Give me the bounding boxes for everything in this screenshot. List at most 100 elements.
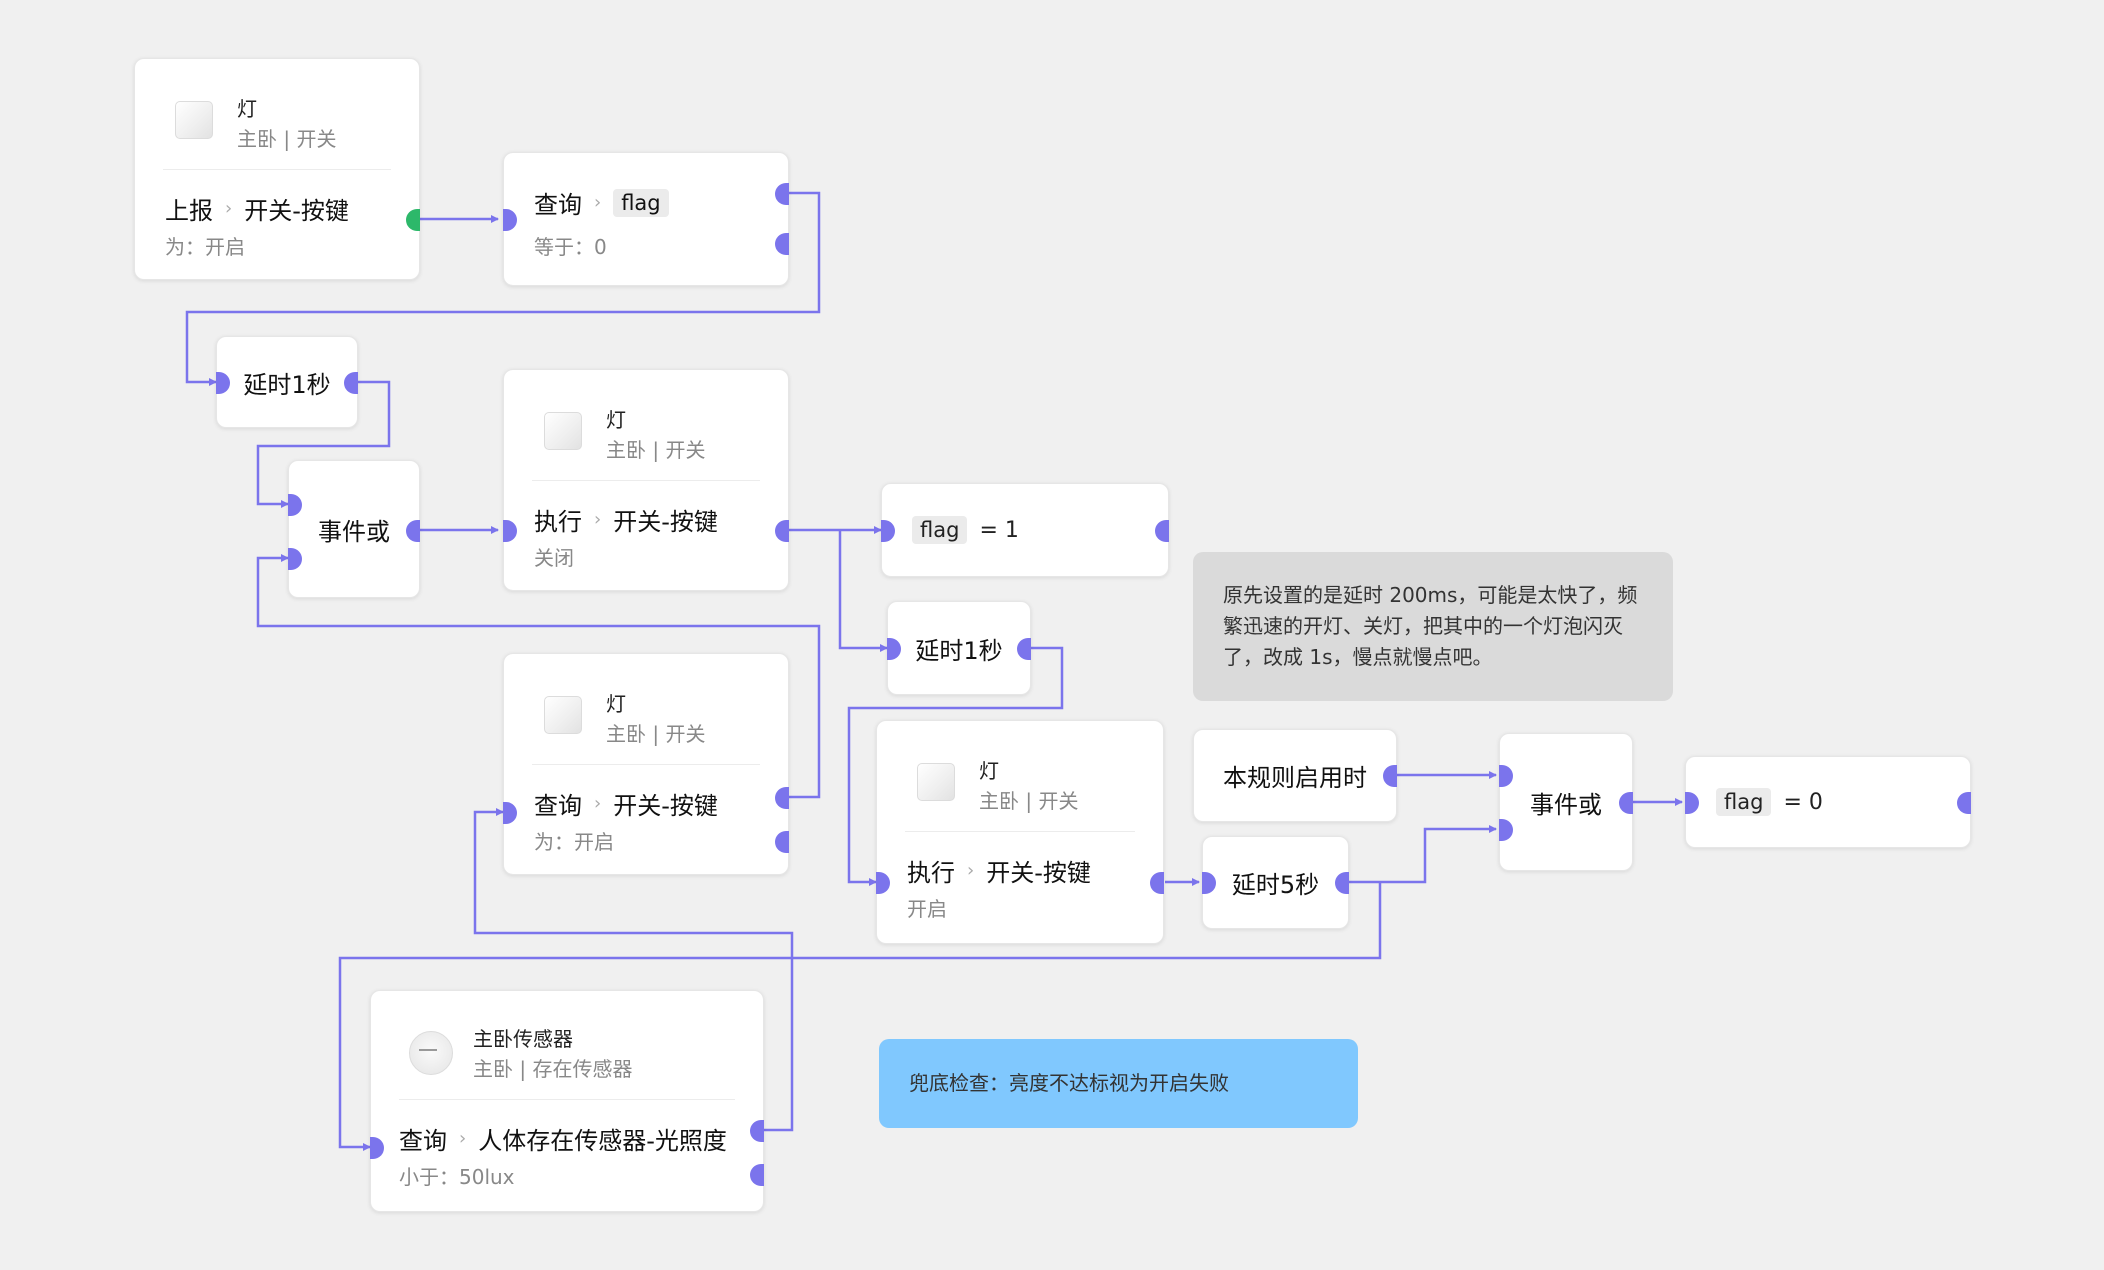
node-light-exec-on[interactable]: 灯 主卧 | 开关 执行 › 开关-按键 开启 xyxy=(876,720,1164,944)
action-value: 等于：0 xyxy=(534,235,607,259)
output-port[interactable] xyxy=(1155,520,1169,542)
device-room: 主卧 | 开关 xyxy=(606,438,706,462)
action-row: 查询 › 人体存在传感器-光照度 xyxy=(399,1121,727,1156)
wire-n7-n9 xyxy=(847,646,1064,886)
input-port[interactable] xyxy=(503,802,517,824)
chevron-right-icon: › xyxy=(594,192,602,213)
device-name: 灯 xyxy=(606,408,626,432)
node-label: 事件或 xyxy=(1530,790,1602,819)
comment-note-delay[interactable]: 原先设置的是延时 200ms，可能是太快了，频繁迅速的开灯、关灯，把其中的一个灯… xyxy=(1193,552,1673,701)
device-room: 主卧 | 开关 xyxy=(606,722,706,746)
flag-expression: = 1 xyxy=(979,517,1019,543)
light-panel-icon xyxy=(917,763,955,801)
input-port[interactable] xyxy=(503,209,517,231)
action-target: 人体存在传感器-光照度 xyxy=(478,1127,727,1155)
node-set-flag-1[interactable]: flag = 1 xyxy=(881,483,1169,577)
node-event-or-b[interactable]: 事件或 xyxy=(1499,733,1633,871)
output-port[interactable] xyxy=(1957,792,1971,814)
output-port-false[interactable] xyxy=(775,831,789,853)
output-port[interactable] xyxy=(344,372,358,394)
chevron-right-icon: › xyxy=(459,1128,467,1149)
input-port[interactable] xyxy=(887,638,901,660)
input-port-2[interactable] xyxy=(288,548,302,570)
node-light-report[interactable]: 灯 主卧 | 开关 上报 › 开关-按键 为：开启 xyxy=(134,58,420,280)
output-port-false[interactable] xyxy=(750,1164,764,1186)
node-rule-enabled[interactable]: 本规则启用时 xyxy=(1193,729,1397,822)
input-port-1[interactable] xyxy=(288,494,302,516)
node-light-query-on[interactable]: 灯 主卧 | 开关 查询 › 开关-按键 为：开启 xyxy=(503,653,789,875)
action-value: 为：开启 xyxy=(165,235,245,259)
input-port-1[interactable] xyxy=(1499,765,1513,787)
output-port[interactable] xyxy=(1150,872,1164,894)
output-port[interactable] xyxy=(1017,638,1031,660)
output-port-true[interactable] xyxy=(775,183,789,205)
wire-n2-n3 xyxy=(185,191,821,386)
action-target: 开关-按键 xyxy=(244,197,349,225)
node-event-or-a[interactable]: 事件或 xyxy=(288,460,420,598)
node-label: 延时1秒 xyxy=(915,636,1003,665)
output-port-false[interactable] xyxy=(775,233,789,255)
wire-n14-n8 xyxy=(473,808,794,1132)
output-port[interactable] xyxy=(406,520,420,542)
divider xyxy=(532,764,760,765)
flag-tag: flag xyxy=(912,516,968,544)
node-label: 延时1秒 xyxy=(243,370,331,399)
action-verb: 执行 xyxy=(534,508,582,536)
chevron-right-icon: › xyxy=(594,509,602,530)
input-port[interactable] xyxy=(216,372,230,394)
input-port-2[interactable] xyxy=(1499,819,1513,841)
input-port[interactable] xyxy=(370,1137,384,1159)
action-verb: 查询 xyxy=(534,191,582,219)
node-query-flag[interactable]: 查询 › flag 等于：0 xyxy=(503,152,789,286)
chevron-right-icon: › xyxy=(967,860,975,881)
output-port[interactable] xyxy=(1619,792,1633,814)
node-delay-1s-a[interactable]: 延时1秒 xyxy=(216,336,358,428)
wire-n11-n14 xyxy=(338,882,1382,1151)
input-port[interactable] xyxy=(1685,792,1699,814)
output-port[interactable] xyxy=(1383,765,1397,787)
input-port[interactable] xyxy=(876,872,890,894)
output-port[interactable] xyxy=(775,520,789,542)
action-verb: 上报 xyxy=(165,197,213,225)
flag-tag: flag xyxy=(1716,788,1772,816)
action-row: 查询 › flag xyxy=(534,185,669,220)
action-target: 开关-按键 xyxy=(613,792,718,820)
node-sensor-query[interactable]: 主卧传感器 主卧 | 存在传感器 查询 › 人体存在传感器-光照度 小于：50l… xyxy=(370,990,764,1212)
output-port-true[interactable] xyxy=(775,787,789,809)
wire-n3-n4 xyxy=(256,380,391,508)
flag-tag: flag xyxy=(613,188,669,217)
input-port[interactable] xyxy=(881,520,895,542)
output-port[interactable] xyxy=(1335,872,1349,894)
input-port[interactable] xyxy=(1202,872,1216,894)
action-row: 执行 › 开关-按键 xyxy=(534,502,718,537)
divider xyxy=(905,831,1135,832)
flag-assign: flag = 1 xyxy=(912,484,1019,576)
device-room: 主卧 | 开关 xyxy=(979,789,1079,813)
presence-sensor-icon xyxy=(409,1031,453,1075)
node-label: 延时5秒 xyxy=(1231,871,1320,899)
node-delay-1s-b[interactable]: 延时1秒 xyxy=(887,601,1031,695)
device-name: 灯 xyxy=(979,759,999,783)
comment-note-fallback[interactable]: 兜底检查：亮度不达标视为开启失败 xyxy=(879,1039,1358,1128)
output-port[interactable] xyxy=(406,209,420,231)
wire-n5-n7 xyxy=(838,530,888,652)
action-row: 执行 › 开关-按键 xyxy=(907,853,1091,888)
input-port[interactable] xyxy=(503,520,517,542)
action-row: 上报 › 开关-按键 xyxy=(165,191,349,226)
action-verb: 执行 xyxy=(907,859,955,887)
node-set-flag-0[interactable]: flag = 0 xyxy=(1685,756,1971,848)
node-light-exec-off[interactable]: 灯 主卧 | 开关 执行 › 开关-按键 关闭 xyxy=(503,369,789,591)
action-value: 关闭 xyxy=(534,546,574,570)
flag-expression: = 0 xyxy=(1783,789,1823,815)
light-panel-icon xyxy=(544,412,582,450)
node-label: 事件或 xyxy=(318,517,390,546)
output-port-true[interactable] xyxy=(750,1120,764,1142)
action-target: 开关-按键 xyxy=(986,859,1091,887)
light-panel-icon xyxy=(175,101,213,139)
note-text: 原先设置的是延时 200ms，可能是太快了，频繁迅速的开灯、关灯，把其中的一个灯… xyxy=(1223,583,1638,669)
action-target: 开关-按键 xyxy=(613,508,718,536)
device-room: 主卧 | 开关 xyxy=(237,127,337,151)
light-panel-icon xyxy=(544,696,582,734)
node-delay-5s[interactable]: 延时5秒 xyxy=(1202,836,1349,929)
